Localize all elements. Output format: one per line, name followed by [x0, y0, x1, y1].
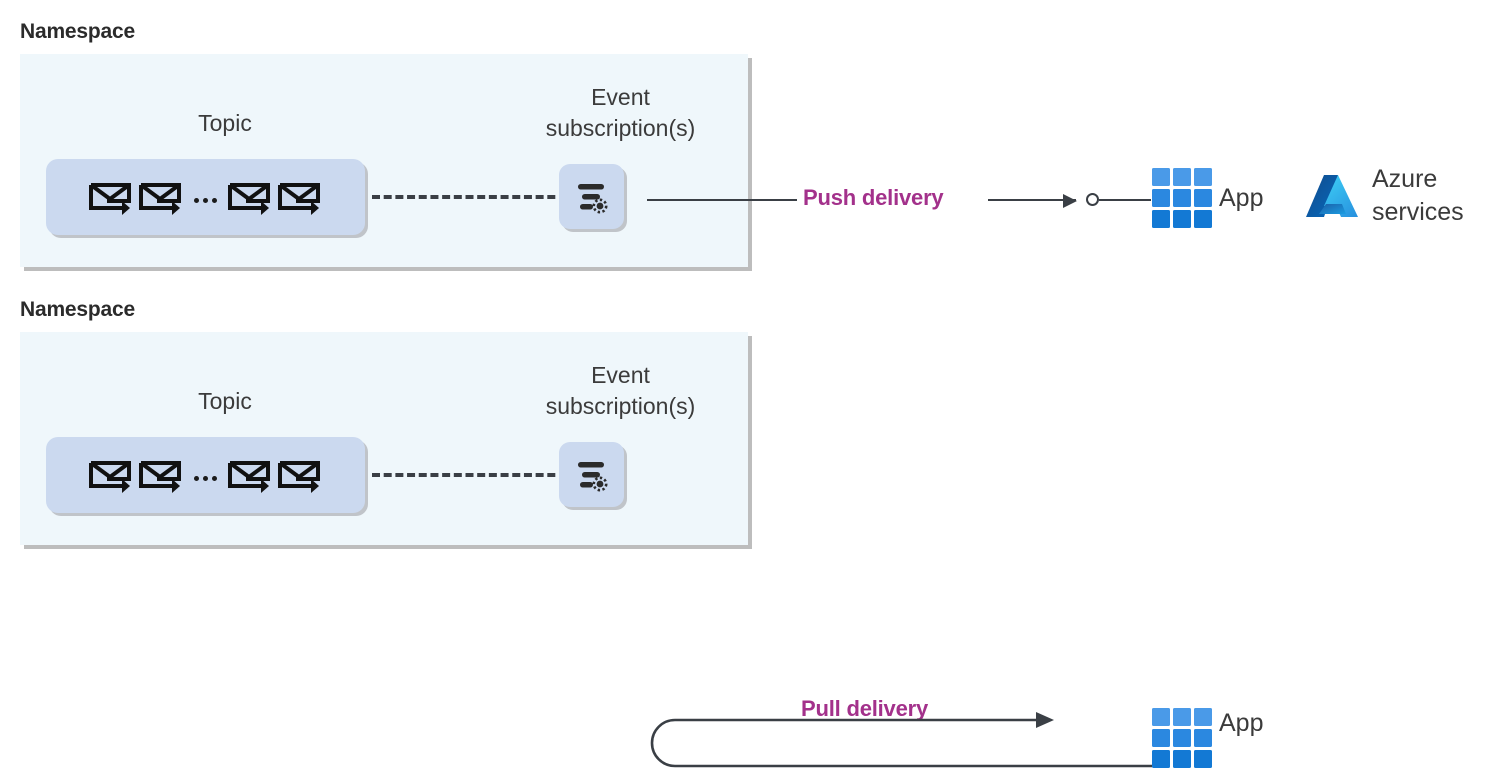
push-line-segment-a [647, 199, 797, 201]
envelope-arrow-icon [228, 183, 270, 215]
topic-label-pull: Topic [198, 388, 252, 414]
envelope-arrow-icon [139, 461, 181, 493]
app-grid-icon [1152, 708, 1212, 768]
event-subscription-label-push: Event subscription(s) [545, 84, 696, 141]
app-grid-icon [1152, 168, 1212, 228]
ellipsis-icon [194, 197, 217, 203]
envelope-arrow-icon [139, 183, 181, 215]
namespace-box-push: Topic Event subscription(s) [20, 54, 748, 267]
envelope-arrow-icon [278, 183, 320, 215]
event-subscription-box-pull[interactable] [559, 442, 624, 507]
envelope-arrow-icon [228, 461, 270, 493]
azure-logo-icon [1306, 175, 1358, 217]
push-line-segment-b [1099, 199, 1151, 201]
circle-endpoint-icon [1086, 193, 1099, 206]
app-label-push: App [1219, 184, 1264, 212]
topic-box-push[interactable] [46, 159, 365, 235]
event-subscription-label-pull: Event subscription(s) [545, 362, 696, 419]
azure-services-label: Azure services [1372, 165, 1464, 226]
push-arrow-icon [988, 194, 1077, 208]
event-subscription-box-push[interactable] [559, 164, 624, 229]
envelope-arrow-icon [278, 461, 320, 493]
push-delivery-section: Namespace Topic Event subscription(s) [0, 0, 1489, 278]
envelope-arrow-icon [89, 183, 131, 215]
dashed-connector-pull [372, 473, 567, 477]
namespace-title-push: Namespace [20, 20, 135, 43]
ellipsis-icon [194, 475, 217, 481]
dashed-connector-push [372, 195, 567, 199]
loop-arrow-right-icon [650, 712, 1152, 768]
pull-delivery-section: Namespace Topic Event subscription(s) [0, 278, 1489, 768]
filter-settings-icon [577, 183, 607, 213]
envelope-arrow-icon [89, 461, 131, 493]
namespace-title-pull: Namespace [20, 298, 135, 321]
topic-box-pull[interactable] [46, 437, 365, 513]
push-delivery-label: Push delivery [803, 185, 944, 210]
app-label-pull: App [1219, 709, 1264, 737]
filter-settings-icon [577, 461, 607, 491]
topic-label-push: Topic [198, 110, 252, 136]
namespace-box-pull: Topic Event subscription(s) [20, 332, 748, 545]
